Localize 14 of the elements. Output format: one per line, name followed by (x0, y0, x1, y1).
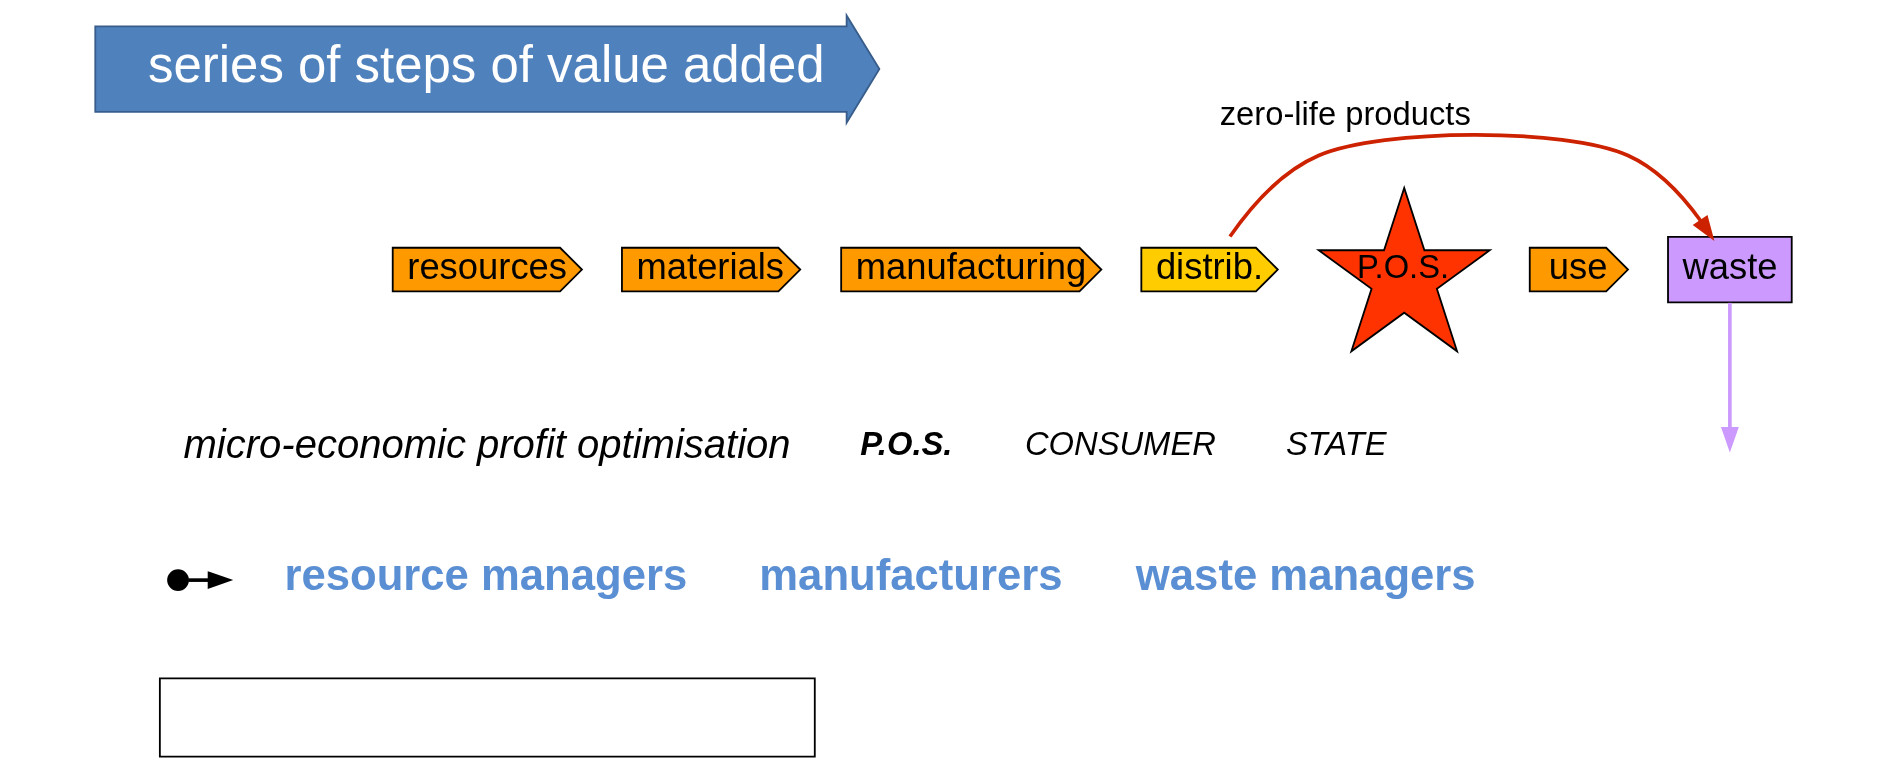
label: P.O.S. (859, 425, 952, 463)
label: manufacturers (758, 549, 1063, 599)
arrow (1720, 302, 1739, 453)
label: STATE (1285, 425, 1387, 463)
label: resource managers (283, 549, 687, 599)
label: CONSUMER (1024, 425, 1216, 463)
label: waste managers (1135, 549, 1476, 599)
node-box: waste (1666, 235, 1793, 304)
arrow (1228, 133, 1714, 242)
arrow (187, 571, 233, 590)
node-box (158, 677, 816, 758)
node-circle (166, 569, 189, 592)
edge-label: zero-life products (1219, 94, 1471, 132)
label: micro-economic profit optimisation (183, 421, 791, 466)
